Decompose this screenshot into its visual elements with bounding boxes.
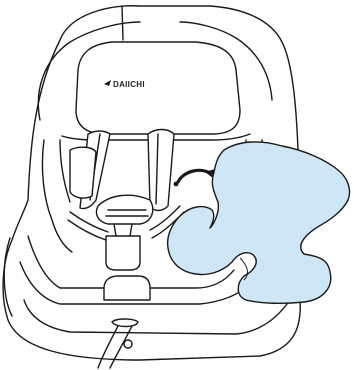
buckle	[106, 236, 140, 270]
crotch-pad	[104, 276, 150, 300]
top-seam	[122, 6, 123, 40]
left-strap-pad	[70, 147, 96, 198]
adjuster-slot	[112, 319, 138, 327]
brand-text: DAIICHI	[113, 80, 145, 89]
headrest	[76, 42, 240, 134]
